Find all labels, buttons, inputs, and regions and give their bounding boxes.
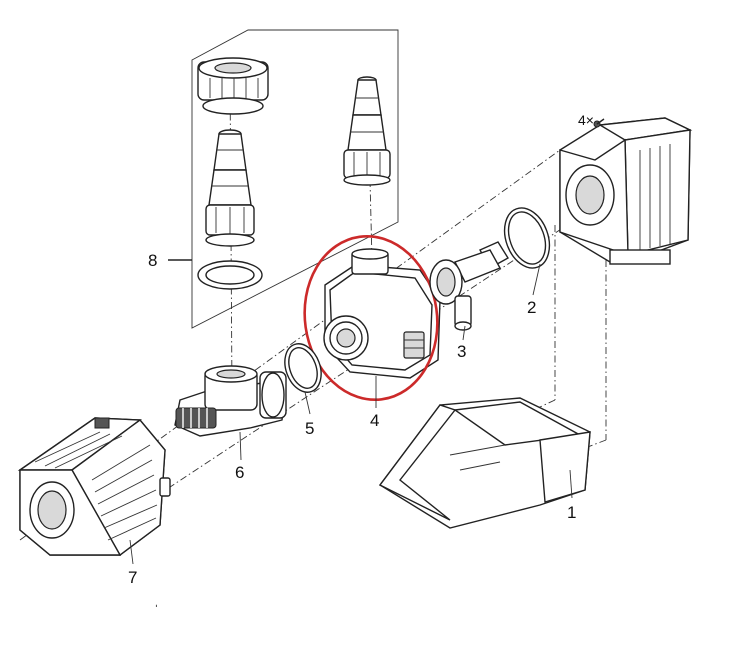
label-part-5: 5 [305,419,314,438]
stepped-hose-tail-right [343,76,391,186]
label-part-6: 6 [235,463,244,482]
part-labels: 8 2 3 4 5 6 7 1 4× ˌ [128,112,594,607]
stray-mark: ˌ [154,591,159,607]
box-o-ring [197,260,263,290]
base-stand [378,397,591,529]
pump-housing [323,248,441,379]
stepped-hose-tail-left [205,129,255,247]
impeller-rotor [429,241,509,331]
valve-adapter [174,365,287,437]
label-part-8: 8 [148,251,157,270]
strainer-cage [17,417,171,557]
o-ring-2 [503,207,551,269]
label-part-3: 3 [457,342,466,361]
accessory-box [191,29,399,329]
label-screws: 4× [578,112,594,128]
motor-block [559,117,693,265]
label-part-4: 4 [370,411,379,430]
cage-slots [34,431,158,541]
leader-lines [129,259,573,565]
o-ring-5 [284,343,322,393]
hose-nut [197,57,269,115]
highlight-ellipse [303,234,439,402]
label-part-7: 7 [128,568,137,587]
label-part-2: 2 [527,298,536,317]
label-part-1: 1 [567,503,576,522]
